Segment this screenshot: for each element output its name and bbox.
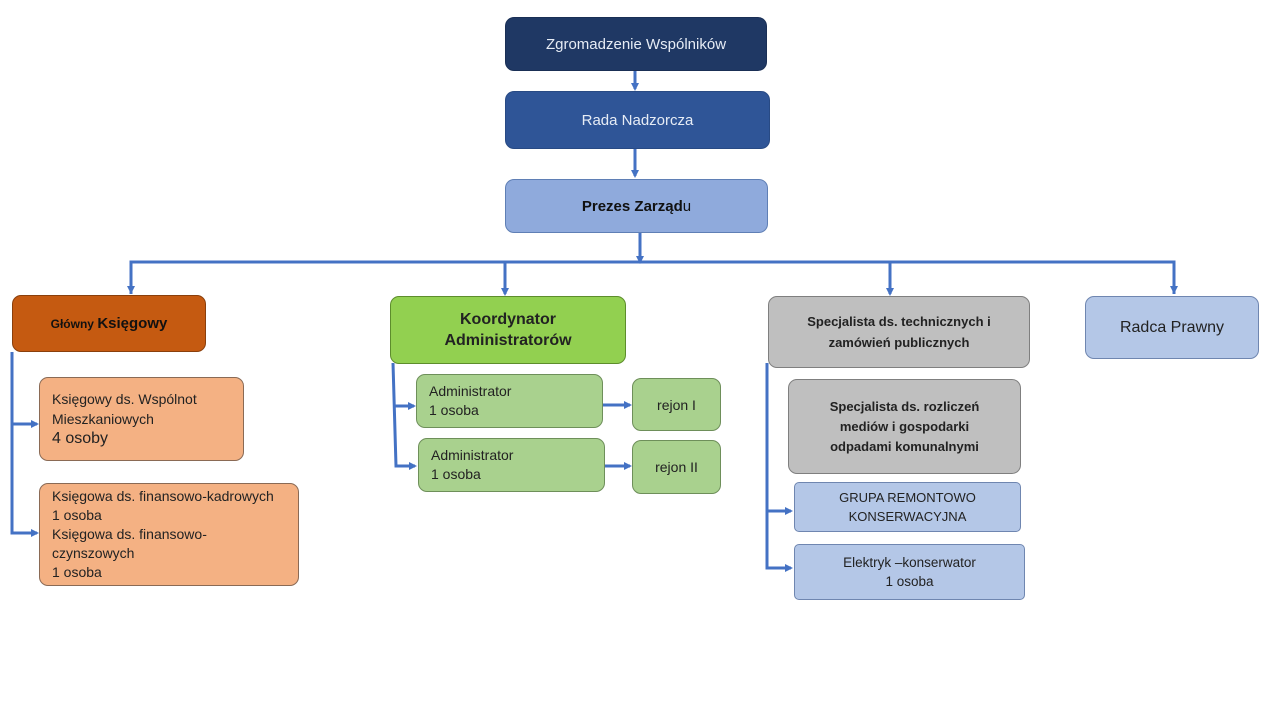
koordynator-administratorow-box: Koordynator Administratorów	[390, 296, 626, 364]
glowny-ksiegowy-label: Główny Księgowy	[51, 315, 168, 333]
admin2-line1: Administrator	[431, 447, 514, 463]
rejon2-label: rejon II	[655, 459, 698, 475]
ksiegowy-wm-line2: Mieszkaniowych	[52, 411, 154, 427]
specjalista-rozl-line3: odpadami komunalnymi	[830, 438, 979, 454]
admin2-line2: 1 osoba	[431, 466, 481, 482]
ksiegowa-fk-line3: Księgowa ds. finansowo-	[52, 526, 207, 542]
administrator-2-box: Administrator 1 osoba	[418, 438, 605, 492]
koordynator-line1: Koordynator	[460, 311, 556, 328]
ksiegowa-fk-line2: 1 osoba	[52, 507, 102, 523]
grupa-remontowo-box: GRUPA REMONTOWO KONSERWACYJNA	[794, 482, 1021, 532]
zgromadzenie-wspolnikow-box: Zgromadzenie Wspólników	[505, 17, 767, 71]
ksiegowa-fk-line4: czynszowych	[52, 545, 135, 561]
glowny-label-small: Główny	[50, 316, 98, 331]
ksiegowa-fk-line5: 1 osoba	[52, 564, 102, 580]
prezes-zarzadu-box: Prezes Zarządu	[505, 179, 768, 233]
rejon-2-box: rejon II	[632, 440, 721, 494]
prezes-label-tail: u	[682, 197, 692, 215]
admin1-line1: Administrator	[429, 383, 512, 399]
grupa-line2: KONSERWACYJNA	[848, 509, 967, 524]
rejon-1-box: rejon I	[632, 378, 721, 431]
elektryk-line1: Elektryk –konserwator	[843, 555, 976, 570]
specjalista-tech-line1: Specjalista ds. technicznych i	[807, 314, 991, 329]
ksiegowa-finansowa-box: Księgowa ds. finansowo-kadrowych 1 osoba…	[39, 483, 299, 586]
ksiegowy-label-big: Księgowy	[97, 314, 168, 332]
specjalista-rozl-line1: Specjalista ds. rozliczeń	[829, 398, 980, 414]
rada-nadzorcza-box: Rada Nadzorcza	[505, 91, 770, 149]
koordynator-line2: Administratorów	[444, 332, 572, 349]
radca-prawny-box: Radca Prawny	[1085, 296, 1259, 359]
ksiegowa-fk-line1: Księgowa ds. finansowo-kadrowych	[52, 488, 274, 504]
glowny-ksiegowy-box: Główny Księgowy	[12, 295, 206, 352]
rada-label: Rada Nadzorcza	[581, 111, 694, 129]
elektryk-line2: 1 osoba	[885, 574, 934, 589]
elektryk-konserwator-box: Elektryk –konserwator 1 osoba	[794, 544, 1025, 600]
ksiegowy-wm-line3: 4 osoby	[52, 430, 109, 447]
prezes-label-bold: Prezes Zarząd	[581, 197, 683, 215]
ksiegowy-wspolnot-box: Księgowy ds. Wspólnot Mieszkaniowych 4 o…	[39, 377, 244, 461]
zgromadzenie-label: Zgromadzenie Wspólników	[545, 35, 727, 53]
specjalista-tech-line2: zamówień publicznych	[828, 335, 970, 350]
grupa-line1: GRUPA REMONTOWO	[839, 490, 976, 505]
specjalista-rozliczen-box: Specjalista ds. rozliczeń mediów i gospo…	[788, 379, 1021, 474]
specjalista-techniczny-box: Specjalista ds. technicznych i zamówień …	[768, 296, 1030, 368]
administrator-1-box: Administrator 1 osoba	[416, 374, 603, 428]
ksiegowy-wm-line1: Księgowy ds. Wspólnot	[52, 391, 197, 407]
admin1-line2: 1 osoba	[429, 402, 479, 418]
radca-label: Radca Prawny	[1119, 318, 1225, 336]
specjalista-rozl-line2: mediów i gospodarki	[839, 418, 970, 434]
prezes-label: Prezes Zarządu	[582, 198, 691, 215]
rejon1-label: rejon I	[657, 396, 696, 413]
